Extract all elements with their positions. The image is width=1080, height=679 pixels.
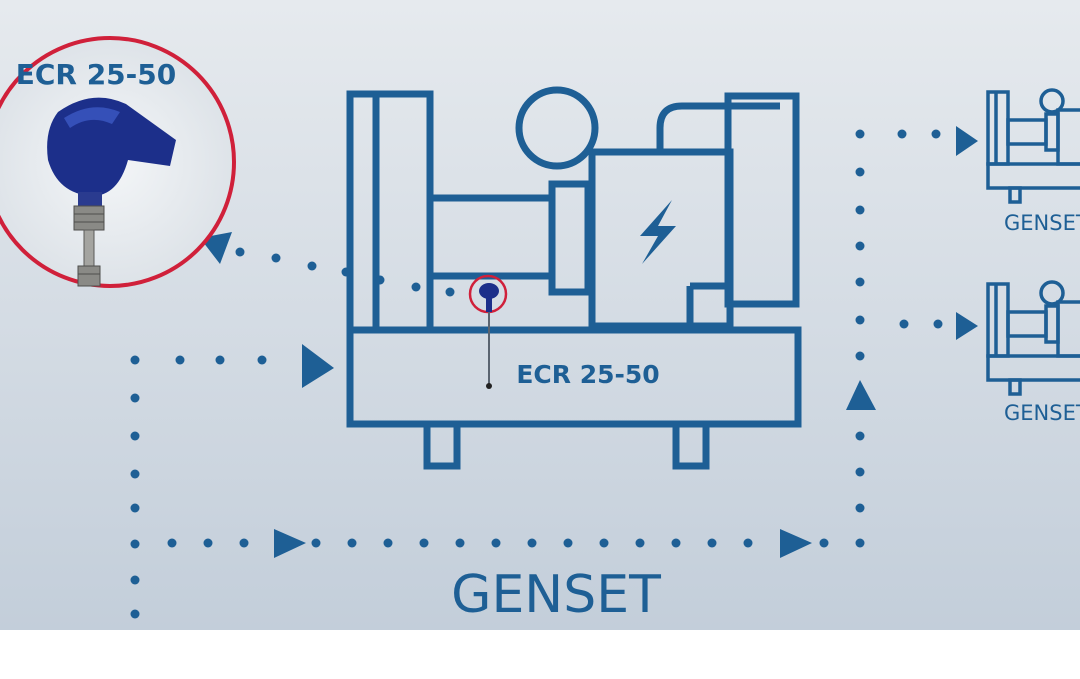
foot-left: [423, 420, 461, 470]
small-genset-top-caption: GENSET: [1004, 211, 1080, 235]
genset-base: [346, 326, 802, 428]
small-genset-bottom-caption: GENSET: [1004, 401, 1080, 425]
coupling: [548, 180, 592, 296]
small-genset-top: [986, 88, 1080, 204]
lightning-bolt-icon: [640, 200, 676, 264]
branch-top-dots: [897, 129, 941, 139]
right-vertical-dots: [855, 129, 865, 513]
callout-label: ECR 25-50: [16, 58, 177, 91]
flow-dots: [130, 129, 943, 619]
base-label: ECR 25-50: [516, 360, 659, 389]
arrow-right-icon: [302, 344, 334, 388]
exhaust-pipe: [656, 102, 780, 152]
arrow-right-icon: [956, 312, 978, 340]
arrow-right-icon: [274, 529, 306, 558]
sensor-callout: ECR 25-50: [0, 36, 236, 288]
control-cabinet: [724, 92, 800, 308]
arrow-right-icon: [780, 529, 812, 558]
callout-leader-dots: [235, 247, 455, 297]
genset-caption: GENSET: [451, 565, 661, 625]
small-genset-bottom: [986, 280, 1080, 396]
arrow-up-icon: [846, 380, 876, 410]
foot-right: [672, 420, 710, 470]
pulley-circle: [515, 86, 599, 170]
temperature-sensor-icon: [47, 97, 176, 287]
main-genset-outline: [346, 86, 802, 470]
temperature-sensor-icon: [468, 274, 508, 389]
branch-bottom-dots: [899, 319, 943, 329]
inlet-dots: [175, 355, 267, 365]
arrow-right-icon: [956, 126, 978, 156]
left-vertical-dots: [130, 355, 140, 619]
bottom-horizontal-dots: [167, 538, 865, 548]
